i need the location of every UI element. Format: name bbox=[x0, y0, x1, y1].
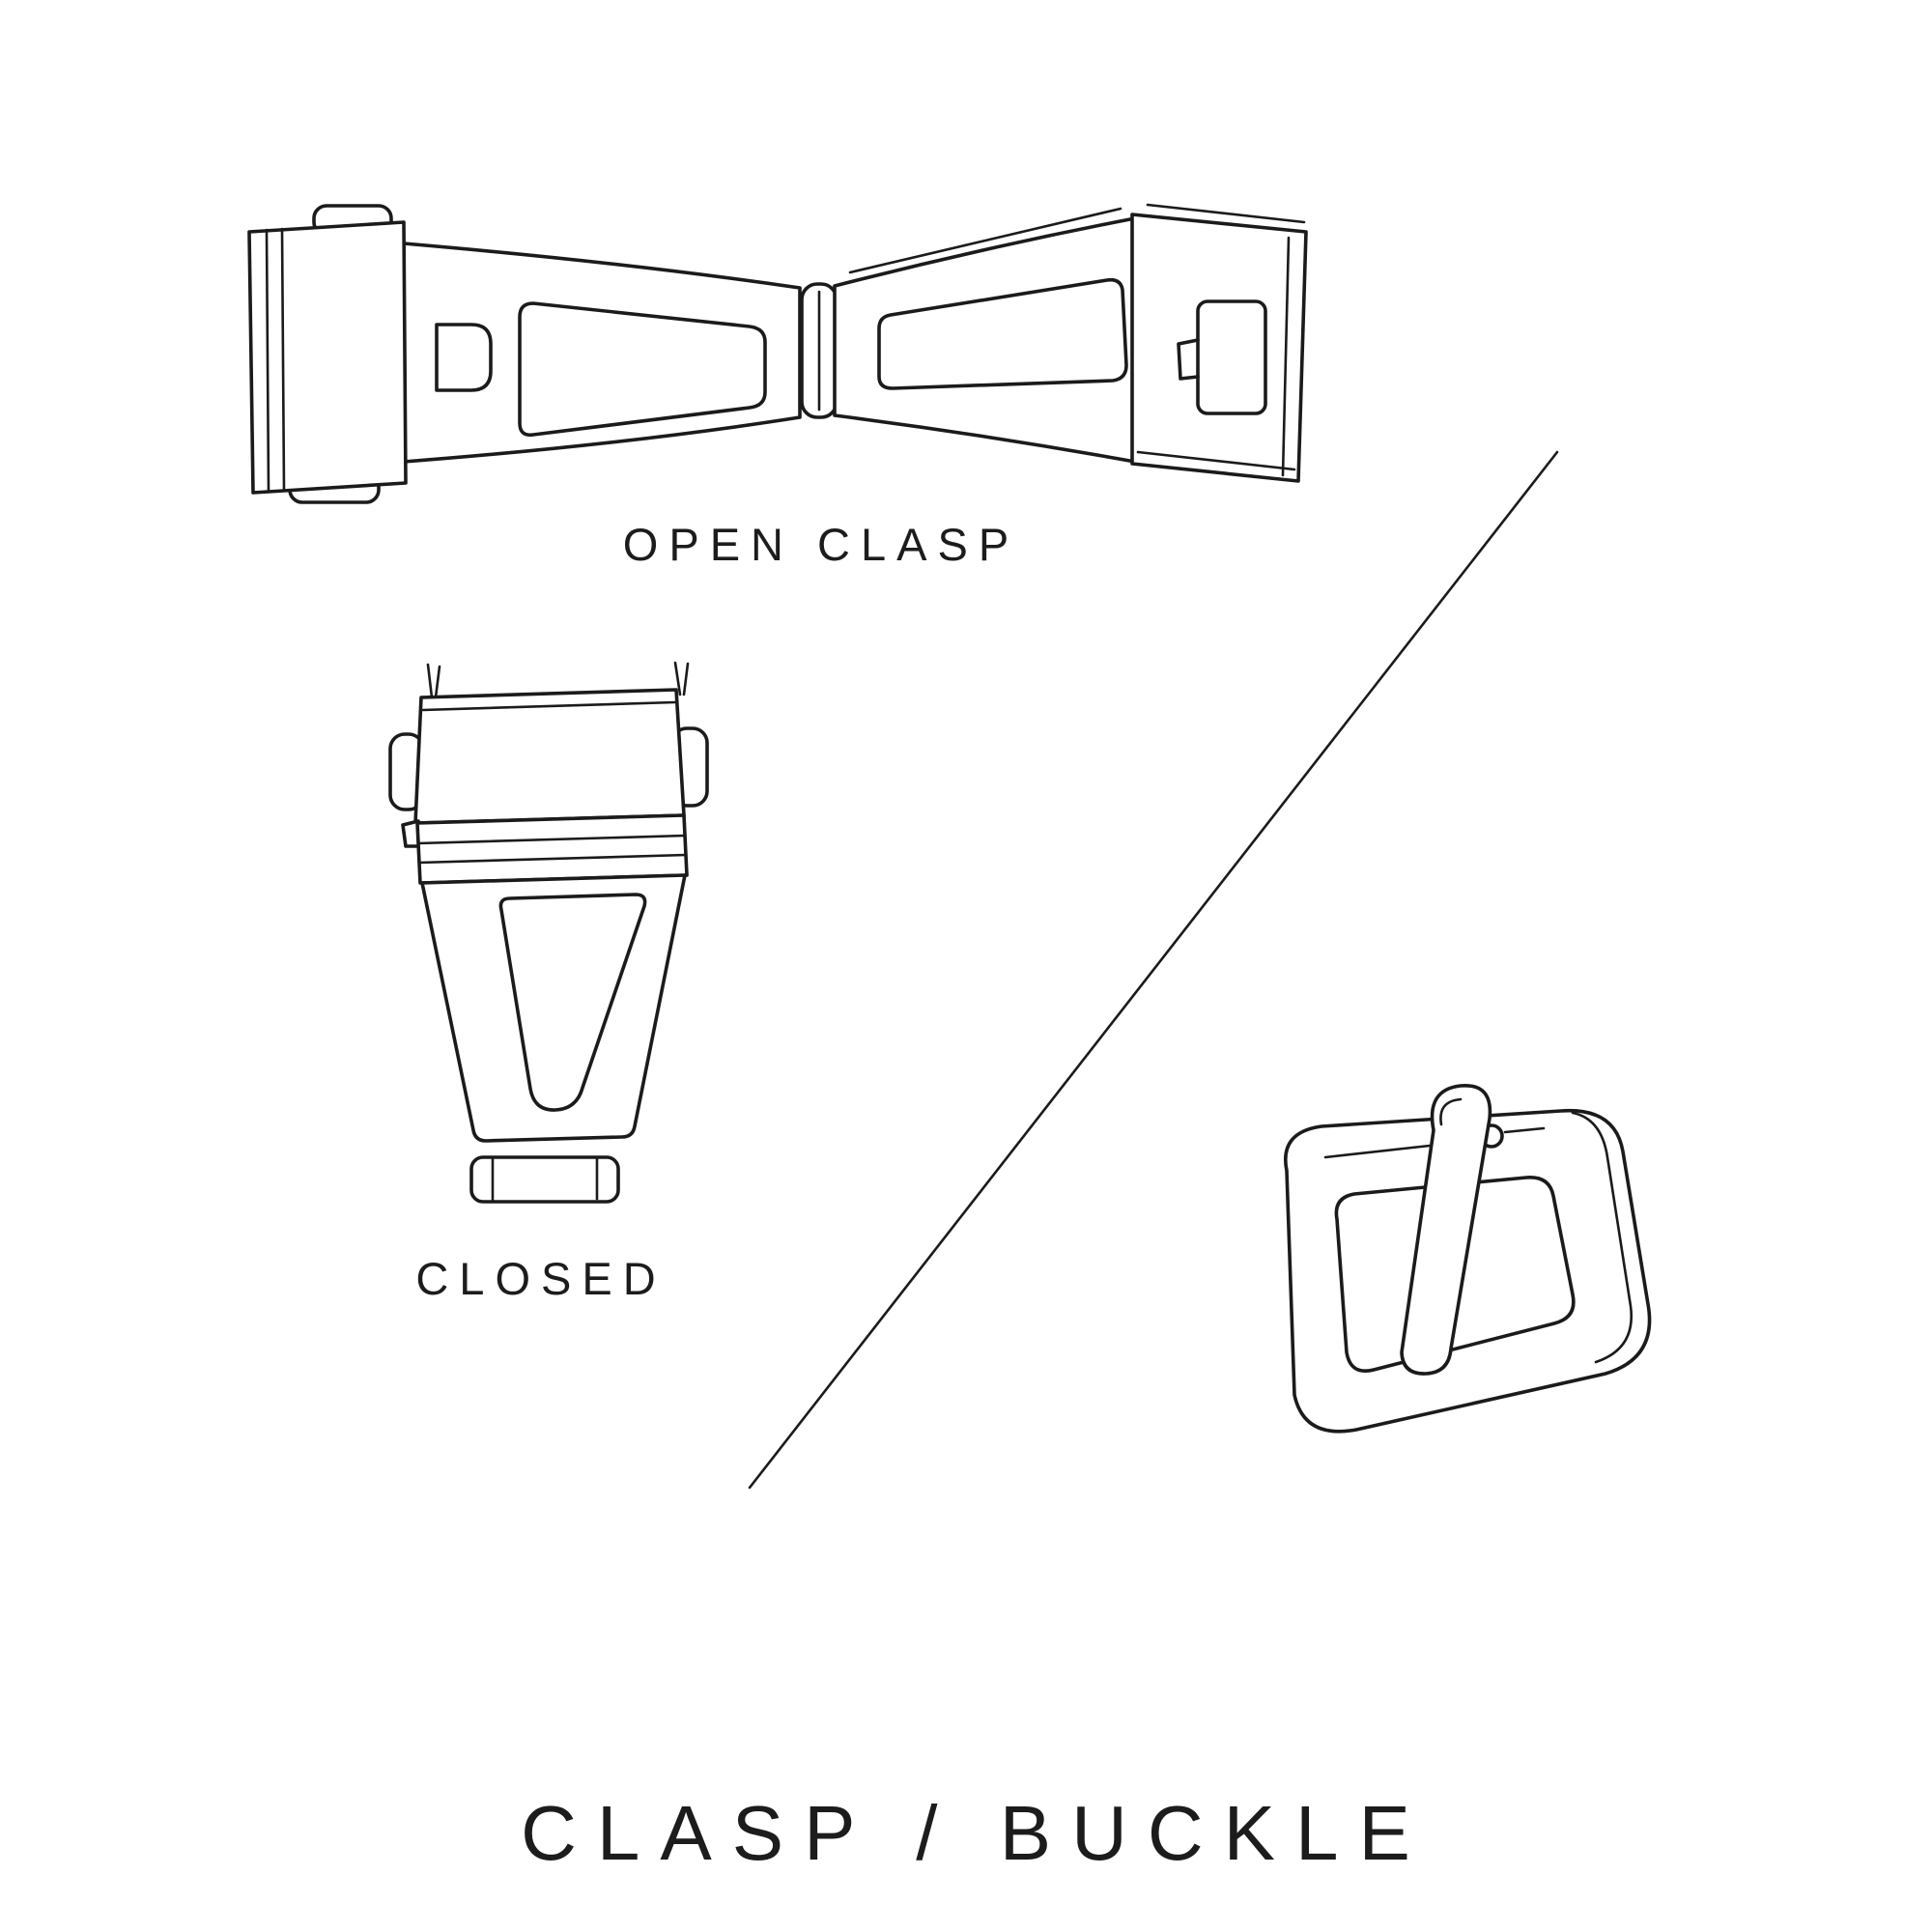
diagram-title: CLASP / BUCKLE bbox=[521, 1790, 1431, 1876]
detail-line bbox=[1136, 450, 1296, 471]
right-inner-panel bbox=[877, 277, 1128, 390]
buckle-icon bbox=[1284, 1084, 1652, 1434]
detail-line bbox=[1146, 203, 1306, 224]
tang-fold-line bbox=[1439, 1097, 1463, 1126]
closed-clasp-icon bbox=[388, 661, 709, 1204]
open-clasp-label: OPEN CLASP bbox=[622, 519, 1020, 570]
spring-bar-line bbox=[848, 207, 1122, 274]
latch-notch bbox=[1177, 338, 1200, 381]
detail-line bbox=[416, 834, 687, 845]
detail-line bbox=[421, 700, 677, 712]
left-plate bbox=[402, 242, 802, 464]
prong bbox=[673, 661, 682, 696]
prong bbox=[682, 662, 690, 696]
open-clasp-icon bbox=[247, 203, 1308, 504]
tang bbox=[1400, 1084, 1492, 1376]
latch-cutout bbox=[1196, 299, 1267, 415]
band-section bbox=[415, 813, 689, 885]
pin bbox=[1503, 1126, 1546, 1134]
frame-thickness-line bbox=[1571, 1111, 1634, 1364]
divider-line bbox=[748, 450, 1559, 1490]
d-notch bbox=[435, 323, 493, 392]
right-end-block bbox=[1130, 213, 1308, 483]
detail-line bbox=[265, 228, 270, 493]
left-end-block bbox=[247, 220, 408, 495]
detail-line bbox=[280, 227, 286, 492]
left-inner-panel bbox=[518, 301, 767, 438]
prong bbox=[434, 665, 441, 699]
prong bbox=[426, 663, 434, 699]
pin bbox=[1323, 1144, 1432, 1159]
detail-line bbox=[1281, 236, 1291, 477]
closed-label: CLOSED bbox=[415, 1253, 667, 1304]
clasp-body bbox=[420, 873, 687, 1143]
detail-line bbox=[417, 853, 688, 865]
bottom-bar bbox=[469, 1155, 620, 1204]
inner-slot bbox=[498, 893, 647, 1112]
